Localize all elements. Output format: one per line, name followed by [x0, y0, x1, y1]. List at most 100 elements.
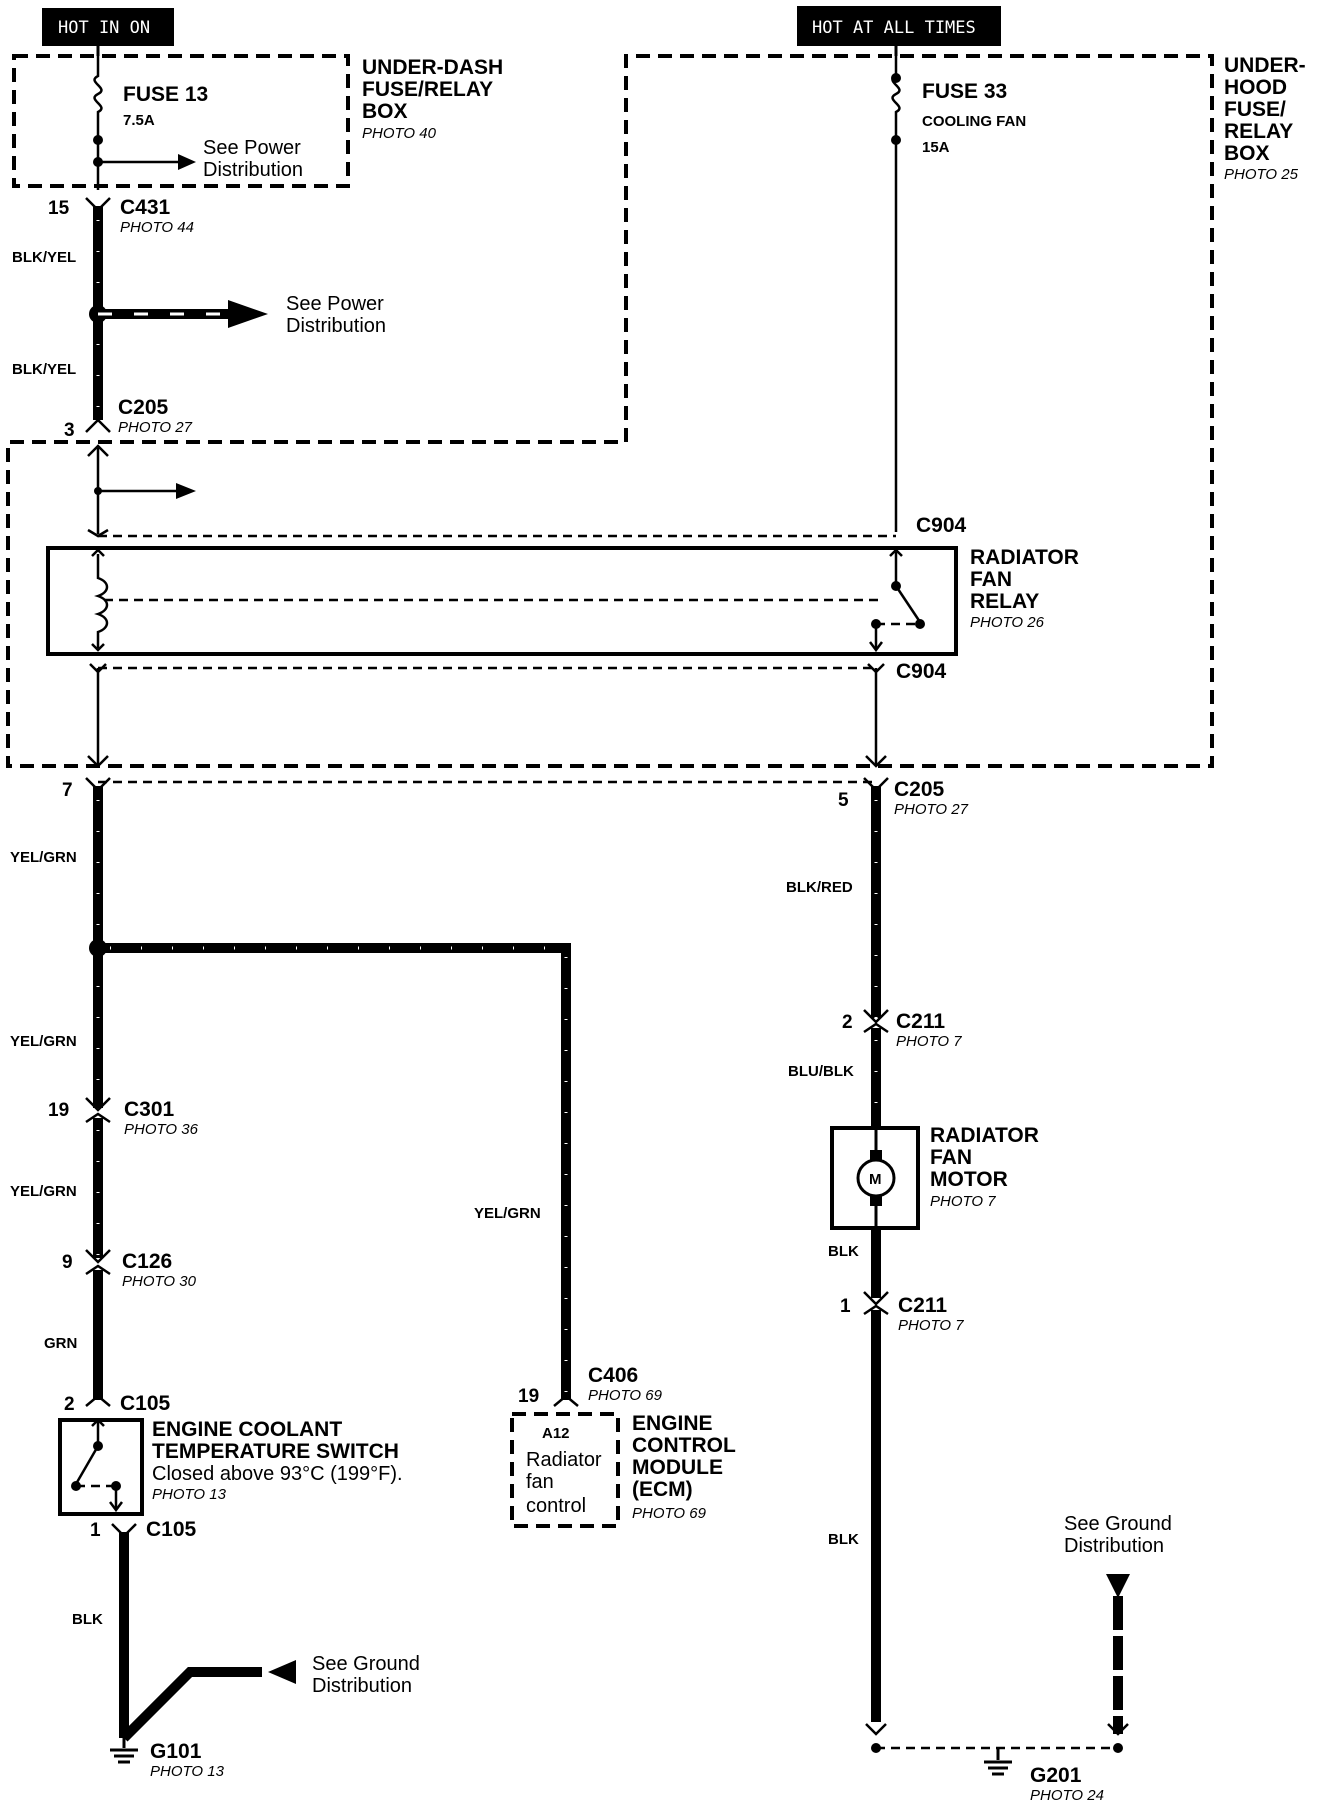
ecm-pin-id: A12 [542, 1425, 570, 1442]
under-hood-name-2: HOOD [1224, 76, 1287, 99]
c406-photo: PHOTO 69 [588, 1387, 663, 1404]
motor-name-2: FAN [930, 1146, 972, 1169]
relay-body [46, 546, 958, 656]
see-ground-right-1: See Ground [1064, 1513, 1172, 1535]
arrow-right-icon [178, 154, 196, 170]
ecm-name-4: (ECM) [632, 1478, 693, 1501]
arrow-down-icon [1106, 1574, 1130, 1598]
under-hood-name-1: UNDER- [1224, 54, 1306, 77]
relay-name-3: RELAY [970, 590, 1039, 613]
relay-name-2: FAN [970, 568, 1012, 591]
wire-label-blu-blk: BLU/BLK [788, 1063, 854, 1080]
wire-label-blk-motor: BLK [828, 1243, 859, 1260]
arrow-left-icon [268, 1660, 296, 1684]
c205-right-name: C205 [894, 778, 945, 801]
wire-label-blk-yel-1: BLK/YEL [12, 249, 76, 266]
wire-blk-g101 [110, 1523, 296, 1764]
c205-top-pin: 3 [64, 420, 75, 441]
header-hot-in-on: HOT IN ON [42, 8, 174, 46]
under-dash-fuse-relay-box: FUSE 13 7.5A See Power Distribution UNDE… [12, 46, 503, 190]
engine-control-module: A12 Radiator fan control ENGINE CONTROL … [510, 1412, 736, 1528]
ecm-func-3: control [526, 1495, 586, 1517]
ecm-func-1: Radiator [526, 1449, 602, 1471]
c904-top-name: C904 [916, 514, 967, 537]
see-ground-left-2: Distribution [312, 1675, 412, 1697]
c301-name: C301 [124, 1098, 175, 1121]
c211-bottom-photo: PHOTO 7 [898, 1317, 964, 1334]
c431-photo: PHOTO 44 [120, 219, 194, 236]
g201-photo: PHOTO 24 [1030, 1787, 1104, 1804]
radiator-fan-relay: RADIATOR FAN RELAY PHOTO 26 [46, 444, 1079, 656]
fuse-13-symbol [93, 56, 103, 190]
arrow-right-icon [176, 483, 196, 499]
under-dash-name-3: BOX [362, 100, 408, 123]
c301-pin: 19 [48, 1100, 69, 1121]
relay-coil [94, 554, 109, 648]
switch-name-1: ENGINE COOLANT [152, 1418, 342, 1441]
relay-photo: PHOTO 26 [970, 614, 1045, 631]
wire-yel-grn-left [85, 777, 579, 1407]
wire-label-yel-grn-3: YEL/GRN [10, 1183, 77, 1200]
c211-bottom-name: C211 [898, 1294, 947, 1317]
g101-photo: PHOTO 13 [150, 1763, 225, 1780]
arrow-right-icon [228, 300, 268, 328]
wire-label-yel-grn-2: YEL/GRN [10, 1033, 77, 1050]
wire-blk-red-right [863, 777, 889, 1126]
c105-bottom-pin: 1 [90, 1520, 101, 1541]
wire-blk-right [863, 1228, 1130, 1776]
c301-photo: PHOTO 36 [124, 1121, 199, 1138]
wire-label-yel-grn-ecm: YEL/GRN [474, 1205, 541, 1222]
ecm-name-2: CONTROL [632, 1434, 736, 1457]
under-hood-name-3: FUSE/ [1224, 98, 1286, 121]
c211-top-photo: PHOTO 7 [896, 1033, 962, 1050]
under-hood-fuse-relay-box: FUSE 33 COOLING FAN 15A UNDER- HOOD FUSE… [6, 46, 1306, 768]
see-ground-left-1: See Ground [312, 1653, 420, 1675]
g101-name: G101 [150, 1740, 202, 1763]
switch-desc: Closed above 93°C (199°F). [152, 1463, 403, 1485]
fuse-33-desc: COOLING FAN [922, 113, 1026, 130]
c205-top-photo: PHOTO 27 [118, 419, 193, 436]
c126-photo: PHOTO 30 [122, 1273, 197, 1290]
wire-label-blk-yel-2: BLK/YEL [12, 361, 76, 378]
under-hood-name-5: BOX [1224, 142, 1270, 165]
switch-name-2: TEMPERATURE SWITCH [152, 1440, 399, 1463]
wire-blk-yel [85, 197, 268, 433]
c406-pin: 19 [518, 1386, 539, 1407]
under-hood-name-4: RELAY [1224, 120, 1293, 143]
ecm-name-3: MODULE [632, 1456, 723, 1479]
fuse-13-rating: 7.5A [123, 112, 155, 129]
under-dash-name-2: FUSE/RELAY [362, 78, 493, 101]
wire-label-blk-lower: BLK [828, 1531, 859, 1548]
see-ground-right-2: Distribution [1064, 1535, 1164, 1557]
wire-label-grn: GRN [44, 1335, 77, 1352]
under-dash-name-1: UNDER-DASH [362, 56, 503, 79]
ecm-name-1: ENGINE [632, 1412, 713, 1435]
c431-name: C431 [120, 196, 171, 219]
switch-photo: PHOTO 13 [152, 1486, 227, 1503]
c431-pin: 15 [48, 198, 70, 219]
see-power-top-line1: See Power [203, 137, 301, 159]
wire-label-blk-red: BLK/RED [786, 879, 853, 896]
c211-bottom-pin: 1 [840, 1296, 851, 1317]
c406-name: C406 [588, 1364, 638, 1387]
c211-top-pin: 2 [842, 1012, 853, 1033]
header-hot-in-on-label: HOT IN ON [58, 18, 150, 38]
c904-bottom-name: C904 [896, 660, 947, 683]
fuse-13-name: FUSE 13 [123, 83, 208, 106]
motor-name-3: MOTOR [930, 1168, 1008, 1191]
c205-right-pin: 5 [838, 790, 849, 811]
motor-name-1: RADIATOR [930, 1124, 1039, 1147]
c105-top-name: C105 [120, 1392, 171, 1415]
c211-top-name: C211 [896, 1010, 945, 1033]
wire-label-blk-left: BLK [72, 1611, 103, 1628]
wire-label-yel-grn-1: YEL/GRN [10, 849, 77, 866]
c205-left-pin: 7 [62, 780, 73, 801]
fuse-33-name: FUSE 33 [922, 80, 1007, 103]
under-dash-photo: PHOTO 40 [362, 125, 437, 142]
see-power-mid-2: Distribution [286, 315, 386, 337]
c105-bottom-name: C105 [146, 1518, 197, 1541]
c205-right-photo: PHOTO 27 [894, 801, 969, 818]
ecm-func-2: fan [526, 1471, 554, 1493]
fuse-33-rating: 15A [922, 139, 950, 156]
engine-coolant-temperature-switch: ENGINE COOLANT TEMPERATURE SWITCH Closed… [58, 1418, 403, 1516]
